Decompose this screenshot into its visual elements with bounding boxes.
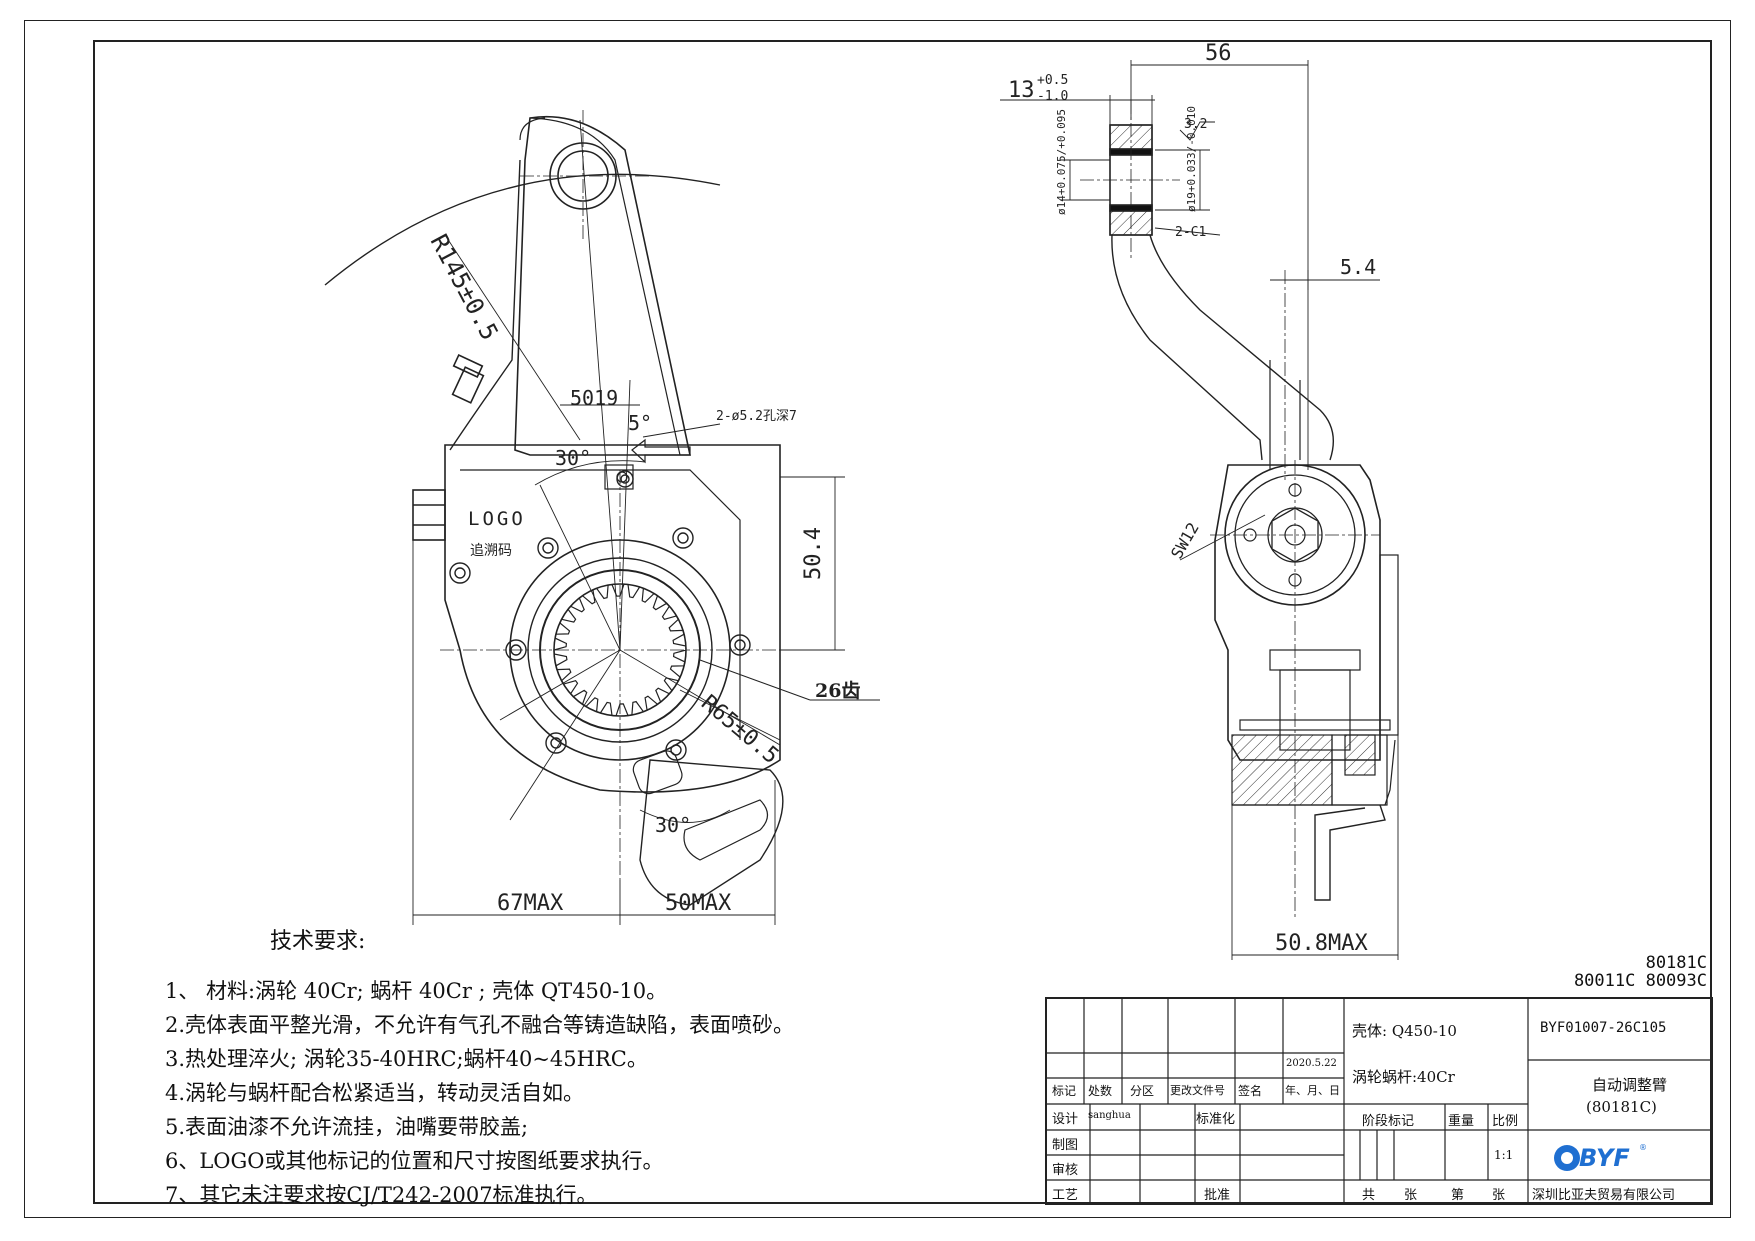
tb-page-sheet-label: 张 [1492,1188,1506,1203]
dim-dia-14: ø14+0.075/+0.095 [1055,109,1068,215]
tb-approve-label: 批准 [1204,1188,1231,1203]
tb-drawing-number: BYF01007-26C105 [1540,1020,1667,1036]
dim-67max: 67MAX [497,891,564,916]
side-view [1000,60,1399,960]
requirement-item-6: 6、LOGO或其他标记的位置和尺寸按图纸要求执行。 [165,1149,664,1173]
tb-header-mark: 标记 [1052,1084,1077,1098]
requirement-item-2: 2.壳体表面平整光滑，不允许有气孔不融合等铸造缺陷，表面喷砂。 [165,1013,795,1037]
outer-border [24,20,1731,1218]
tb-design-label: 设计 [1052,1112,1079,1127]
housing [444,444,781,793]
dim-angle-30-top: 30° [555,446,591,470]
tb-material-housing: 壳体: Q450-10 [1352,1022,1457,1040]
lever-arm [514,115,691,456]
requirement-item-5: 5.表面油漆不允许流挂，油嘴要带胶盖; [165,1115,529,1139]
body-logo: LOGO [468,508,526,530]
tb-stage-mark-label: 阶段标记 [1362,1114,1415,1129]
title-block-grid [1045,997,1713,1205]
dim-5019: 5019 [570,386,618,410]
model-code-line-2: 80011C 80093C [1573,971,1707,991]
company-logo: BYF ® [1553,1138,1653,1178]
tb-scale-value: 1:1 [1494,1148,1514,1162]
tb-weight-label: 重量 [1448,1114,1475,1129]
tb-header-date: 年、月、日 [1285,1084,1340,1097]
tb-header-zone: 分区 [1130,1084,1155,1098]
dim-5-4: 5.4 [1340,255,1376,279]
tb-part-name: 自动调整臂 [1592,1076,1668,1094]
tb-sheet-label: 张 [1404,1188,1418,1203]
svg-text:®: ® [1639,1143,1647,1152]
tech-requirements: 1、 材料:涡轮 40Cr; 蜗杆 40Cr ; 壳体 QT450-10。 2.… [165,928,885,1212]
tb-process-label: 工艺 [1052,1188,1079,1203]
drawing-frame [93,40,1712,1204]
byf-logo-text: BYF [1579,1144,1630,1172]
dim-13: 13 [1008,78,1035,103]
requirement-item-3: 3.热处理淬火; 涡轮35-40HRC;蜗杆40~45HRC。 [165,1047,648,1071]
body-trace-code: 追溯码 [470,543,512,559]
model-codes: 80181C 80011C 80093C [1574,954,1707,990]
tb-material-worm: 涡轮蜗杆:40Cr [1352,1068,1455,1086]
front-view [324,110,880,925]
dim-13-tol-down: -1.0 [1037,89,1068,104]
tb-header-count: 处数 [1088,1084,1113,1098]
dimension-labels: R145±0.5 5019 5° 30° 2-ø5.2孔深7 50.4 26齿 … [425,41,1376,956]
requirement-item-7: 7、其它未注要求按CJ/T242-2007标准执行。 [165,1183,598,1207]
dim-dia-19: ø19+0.033/-0.010 [1185,106,1198,212]
bracket [1314,804,1386,901]
section-hatch [1231,734,1333,806]
dim-angle-5: 5° [628,411,652,435]
tb-review-label: 审核 [1052,1163,1079,1178]
dim-hole-note: 2-ø5.2孔深7 [716,409,797,424]
tb-drawing-label: 制图 [1052,1138,1079,1153]
tb-standardize-label: 标准化 [1196,1112,1236,1127]
requirement-item-1: 1、 材料:涡轮 40Cr; 蜗杆 40Cr ; 壳体 QT450-10。 [165,979,668,1003]
dim-13-tol-up: +0.5 [1037,73,1068,88]
worm-nut [412,489,446,541]
dim-50-8max: 50.8MAX [1275,931,1368,956]
title-block: 2020.5.22 标记 处数 分区 更改文件号 签名 年、月、日 设计 san… [1046,998,1712,1204]
arc-r145 [324,173,721,286]
tb-page-label: 第 [1451,1188,1465,1203]
spline-teeth [553,583,687,717]
dim-50max: 50MAX [665,891,732,916]
dim-teeth: 26齿 [815,680,860,702]
dim-sw12: SW12 [1167,519,1203,562]
dim-angle-30-bottom: 30° [655,813,691,837]
dim-roughness: 3.2 [1184,117,1207,132]
byf-logo-icon: BYF ® [1554,1143,1647,1172]
dim-50-4: 50.4 [801,527,826,580]
tb-scale-label: 比例 [1492,1114,1519,1129]
tb-total-label: 共 [1362,1188,1376,1203]
tb-part-code: (80181C) [1586,1098,1657,1116]
tb-header-sign: 签名 [1238,1084,1263,1098]
requirement-item-4: 4.涡轮与蜗杆配合松紧适当，转动灵活自如。 [165,1081,585,1105]
tb-designer: sanghua [1088,1110,1131,1121]
tb-date: 2020.5.22 [1286,1058,1337,1069]
dim-r145: R145±0.5 [425,230,504,345]
dim-56: 56 [1205,41,1232,66]
grease-nipple [451,366,485,404]
model-code-line-1: 80181C [1645,953,1707,973]
spline-tooth-profile [553,583,687,717]
tech-requirements-title: 技术要求: [270,929,366,954]
tb-header-change-doc: 更改文件号 [1170,1084,1225,1097]
tb-company: 深圳比亚夫贸易有限公司 [1532,1188,1676,1203]
dim-chamfer: 2-C1 [1175,225,1206,240]
control-arm [639,759,784,906]
